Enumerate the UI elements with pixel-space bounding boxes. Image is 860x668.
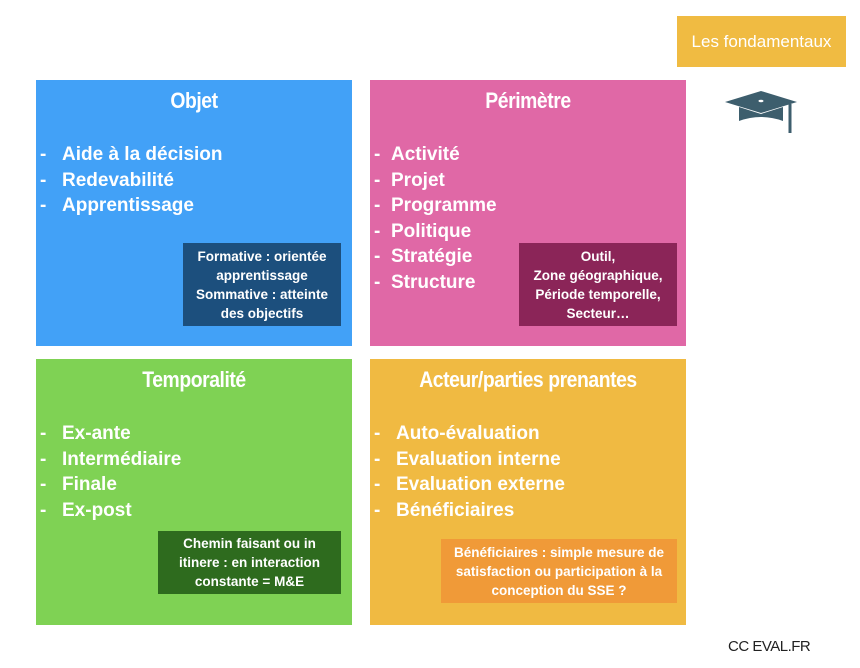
graduation-cap-icon [725, 91, 797, 133]
list-item: -Auto-évaluation [374, 423, 540, 444]
quadrant-title: Objet [170, 88, 218, 113]
list-item: -Ex-ante [40, 423, 131, 444]
list-item: -Projet [374, 169, 445, 191]
list-item: -Structure [374, 271, 476, 293]
temporalite-note: Chemin faisant ou in itinere : en intera… [158, 531, 341, 594]
perimetre-note: Outil, Zone géographique, Période tempor… [519, 243, 677, 326]
list-item: -Stratégie [374, 246, 473, 268]
list-item: -Ex-post [40, 499, 132, 521]
list-item: -Activité [374, 144, 460, 165]
quadrant-objet: Objet -Aide à la décision -Redevabilité … [36, 80, 352, 346]
quadrant-title: Acteur/parties prenantes [419, 367, 637, 392]
objet-note: Formative : orientée apprentissage Somma… [183, 243, 341, 326]
list-item: -Redevabilité [40, 169, 174, 191]
acteur-list: -Auto-évaluation -Evaluation interne -Ev… [374, 421, 565, 523]
acteur-note: Bénéficiaires : simple mesure de satisfa… [441, 539, 677, 603]
header-badge: Les fondamentaux [677, 16, 846, 67]
list-item: -Evaluation externe [374, 474, 565, 496]
perimetre-list: -Activité -Projet -Programme -Politique … [374, 142, 497, 296]
quadrant-title: Temporalité [142, 367, 246, 392]
quadrant-acteur: Acteur/parties prenantes -Auto-évaluatio… [370, 359, 686, 625]
list-item: -Programme [374, 195, 497, 217]
quadrant-title: Périmètre [485, 88, 571, 113]
quadrant-perimetre: Périmètre -Activité -Projet -Programme -… [370, 80, 686, 346]
quadrant-temporalite: Temporalité -Ex-ante -Intermédiaire -Fin… [36, 359, 352, 625]
footer-credit: CC EVAL.FR [728, 638, 811, 655]
list-item: -Intermédiaire [40, 448, 182, 470]
list-item: -Politique [374, 220, 472, 242]
temporalite-list: -Ex-ante -Intermédiaire -Finale -Ex-post [40, 421, 181, 523]
list-item: -Evaluation interne [374, 448, 561, 470]
list-item: -Apprentissage [40, 195, 194, 217]
list-item: -Bénéficiaires [374, 499, 515, 521]
badge-label: Les fondamentaux [691, 31, 832, 51]
objet-list: -Aide à la décision -Redevabilité -Appre… [40, 142, 223, 219]
list-item: -Finale [40, 474, 117, 496]
list-item: -Aide à la décision [40, 144, 223, 165]
